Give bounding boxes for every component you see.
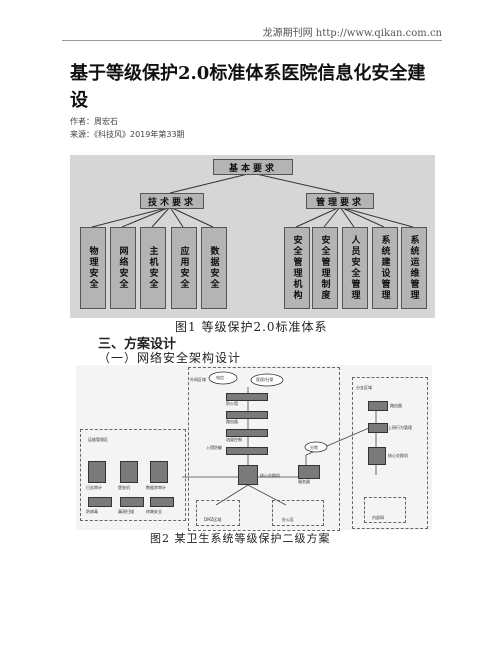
mgmt-zone	[80, 429, 186, 521]
scan-label: 漏洞扫描	[118, 509, 134, 514]
office-label: 办公区	[282, 517, 294, 522]
endpoint-icon	[150, 497, 174, 507]
server-label: 服务器	[298, 479, 310, 484]
ips-icon	[226, 447, 268, 455]
figure-2-caption: 图2 某卫生系统等级保护二级方案	[150, 532, 331, 545]
article-title: 基于等级保护2.0标准体系医院信息化安全建设	[70, 63, 426, 111]
office-zone	[272, 500, 324, 526]
site-header: 龙源期刊网 http://www.qikan.com.cn	[262, 28, 442, 39]
leaf-app: 应用安全	[171, 227, 197, 309]
branch-fw-label: 上网行为管理	[388, 425, 412, 430]
leaf-org: 安全管理机构	[284, 227, 310, 309]
firewall-label: 防火墙	[226, 401, 238, 406]
header-divider	[62, 40, 442, 41]
leaf-network: 网络安全	[110, 227, 136, 309]
firewall-icon	[368, 423, 388, 433]
leaf-policy: 安全管理制度	[312, 227, 338, 309]
mgmt-zone-label: 运维管理区	[88, 437, 108, 442]
figure-1: 基本要求 技术要求 管理要求 物理安全 网络安全 主机安全 应用安全 数据安全 …	[70, 155, 435, 318]
figure-1-connectors	[91, 172, 414, 228]
host-security-label: 终端安全	[146, 509, 162, 514]
fortress-icon	[120, 461, 138, 483]
core-switch-icon	[368, 447, 386, 465]
leaf-data: 数据安全	[201, 227, 227, 309]
dept-zone-label: 分支区域	[356, 385, 372, 390]
mgmt-node: 管理要求	[306, 193, 374, 209]
leaf-build: 系统建设管理	[372, 227, 398, 309]
core-label: 核心交换机	[260, 473, 280, 478]
dept-zone	[352, 377, 428, 529]
branch-office-zone	[364, 497, 406, 523]
article-author: 作者：周宏石	[70, 117, 118, 126]
firewall-icon	[226, 393, 268, 401]
leaf-staff: 人员安全管理	[342, 227, 368, 309]
branch-label: 分院	[310, 445, 318, 450]
scanner-icon	[120, 497, 144, 507]
antivirus-icon	[88, 497, 112, 507]
cloud-icon	[250, 373, 284, 387]
db-audit-icon	[150, 461, 168, 483]
fortress-label: 堡垒机	[118, 485, 130, 490]
dmz-label: DMZ区域	[204, 517, 222, 522]
outer-zone-label: 外网区域	[190, 377, 206, 382]
section-subheading: （一）网络安全架构设计	[98, 351, 242, 365]
cloud1-label: 电信	[216, 375, 224, 380]
figure-2: 外网区域 电信 医保/社保 防火墙 路由器 流量控制 入侵防御 核心交换机 服务…	[76, 365, 432, 531]
figure-1-caption: 图1 等级保护2.0标准体系	[175, 320, 328, 334]
branch-office-label: 内部网	[372, 515, 384, 520]
flow-label: 流量控制	[226, 437, 242, 442]
log-label: 日志审计	[86, 485, 102, 490]
router-icon	[368, 401, 388, 411]
cloud-icon	[304, 441, 328, 453]
leaf-host: 主机安全	[140, 227, 166, 309]
dmz-zone	[196, 500, 240, 526]
leaf-ops: 系统运维管理	[401, 227, 427, 309]
router-label: 路由器	[226, 419, 238, 424]
cloud2-label: 医保/社保	[256, 377, 274, 382]
branch-router-label: 路由器	[390, 403, 402, 408]
core-switch-icon	[238, 465, 258, 485]
root-node: 基本要求	[213, 159, 293, 175]
article-source: 来源：《科技风》2019年第33期	[70, 130, 185, 139]
log-audit-icon	[88, 461, 106, 483]
server-icon	[298, 465, 320, 479]
outer-zone	[188, 367, 340, 531]
tech-node: 技术要求	[140, 193, 204, 209]
ips-label: 入侵防御	[206, 445, 222, 450]
cloud-icon	[208, 371, 238, 385]
router-icon	[226, 411, 268, 419]
flow-control-icon	[226, 429, 268, 437]
section-heading: 三、方案设计	[98, 337, 177, 352]
leaf-physical: 物理安全	[80, 227, 106, 309]
db-audit-label: 数据库审计	[146, 485, 166, 490]
branch-core-label: 核心交换机	[388, 453, 408, 458]
av-label: 防病毒	[86, 509, 98, 514]
